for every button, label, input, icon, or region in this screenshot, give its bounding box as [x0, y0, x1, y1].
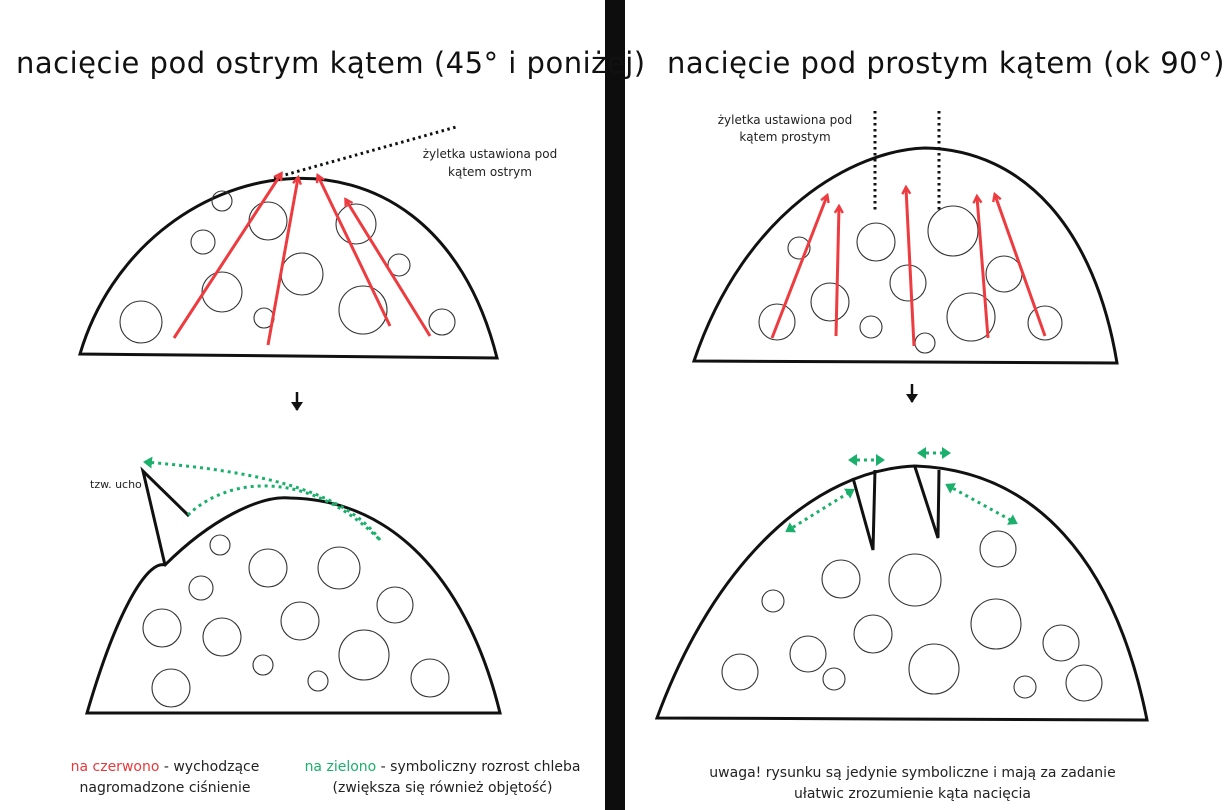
right-angle-panel: nacięcie pod prostym kątem (ok 90°): [625, 0, 1224, 810]
legend-red-line2: nagromadzone ciśnienie: [79, 780, 251, 796]
acute-angle-diagram: żyletka ustawiona pod kątem ostrym: [77, 125, 557, 715]
legend-red: na czerwono - wychodzące nagromadzone ci…: [60, 757, 270, 799]
right-angle-diagram: żyletka ustawiona pod kątem prostym: [654, 111, 1149, 722]
loaf-before-scoring: [77, 125, 499, 360]
legend-green-line2: (zwiększa się również objętość): [332, 780, 553, 796]
growth-arrow-upper: [143, 456, 382, 541]
scoring-ear: [140, 466, 191, 566]
ear-label: tzw. ucho: [90, 478, 142, 491]
loaf-after-baking: [84, 456, 502, 715]
acute-angle-title: nacięcie pod ostrym kątem (45° i poniżej…: [16, 46, 646, 80]
legend-green-line1: - symboliczny rozrost chleba: [376, 759, 581, 775]
acute-blade-line: [273, 125, 457, 180]
legend-green-key: na zielono: [304, 759, 377, 775]
note: uwaga! rysunku są jedynie symboliczne i …: [625, 763, 1200, 805]
scoring-cut-2: [913, 466, 941, 539]
legend-green: na zielono - symboliczny rozrost chleba …: [290, 757, 595, 799]
acute-angle-panel: nacięcie pod ostrym kątem (45° i poniżej…: [0, 0, 645, 810]
pressure-arrows-right: [770, 188, 1047, 347]
note-line2: ułatwic zrozumienie kąta nacięcia: [794, 786, 1031, 802]
right-angle-title: nacięcie pod prostym kątem (ok 90°): [667, 46, 1225, 80]
air-bubbles-after-right: [721, 530, 1103, 702]
growth-arrows-right: [785, 447, 1018, 533]
right-blade-label-line1: żyletka ustawiona pod: [718, 113, 852, 127]
right-blade-label-line2: kątem prostym: [739, 130, 830, 144]
loaf-after-baking-right: [654, 447, 1149, 722]
air-bubbles-right: [758, 205, 1063, 354]
pressure-arrows: [172, 174, 432, 346]
growth-arrow-lower: [186, 484, 382, 542]
loaf-before-scoring-right: [691, 111, 1119, 365]
air-bubbles: [119, 190, 456, 344]
note-line1: uwaga! rysunku są jedynie symboliczne i …: [709, 765, 1116, 781]
scoring-cut-1: [851, 469, 877, 551]
acute-blade-label-line2: kątem ostrym: [448, 165, 532, 179]
acute-blade-label-line1: żyletka ustawiona pod: [423, 147, 557, 161]
legend-red-line1: - wychodzące: [159, 759, 260, 775]
legend-red-key: na czerwono: [70, 759, 160, 775]
air-bubbles-after: [142, 534, 450, 708]
panel-divider: [605, 0, 625, 810]
